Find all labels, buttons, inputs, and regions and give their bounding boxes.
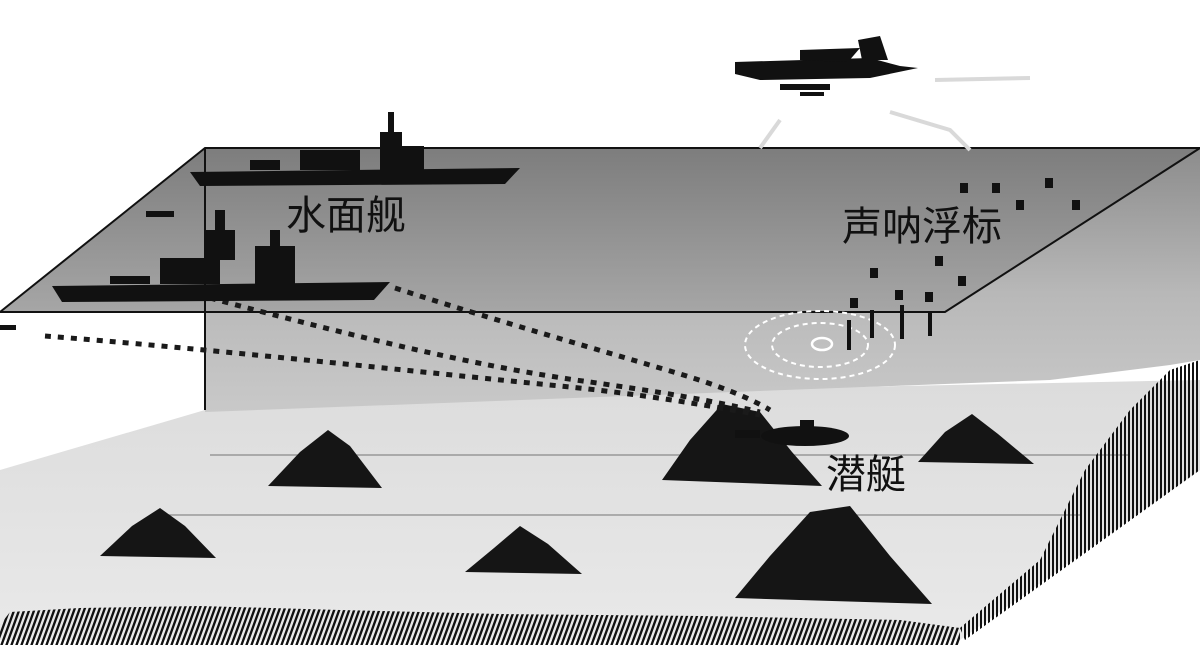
radio-link-lines <box>758 76 1031 152</box>
submarine-icon <box>735 420 849 446</box>
sonar-rings <box>744 310 896 380</box>
surface-ship-icon <box>190 112 520 186</box>
seamount <box>465 526 582 574</box>
seamount <box>100 508 216 558</box>
water-column <box>205 148 1200 412</box>
sonobuoys-icon <box>847 178 1080 350</box>
sea-floor <box>0 380 1200 640</box>
seamount <box>662 404 822 486</box>
sonar-paths <box>44 285 772 418</box>
seamount <box>735 506 932 604</box>
seabed-cliff <box>960 360 1200 640</box>
seabed-edge <box>0 606 960 645</box>
sonobuoys-label: 声呐浮标 <box>842 204 1002 250</box>
seamount <box>918 414 1034 464</box>
submarine-label: 潜艇 <box>826 452 906 498</box>
seabed-mountains <box>100 404 1034 604</box>
surface-ships-label: 水面舰 <box>286 193 406 239</box>
seamount <box>268 430 382 488</box>
surface-ship-icon <box>52 210 390 302</box>
ship-wake <box>0 211 174 330</box>
patrol-aircraft-icon <box>735 36 918 96</box>
